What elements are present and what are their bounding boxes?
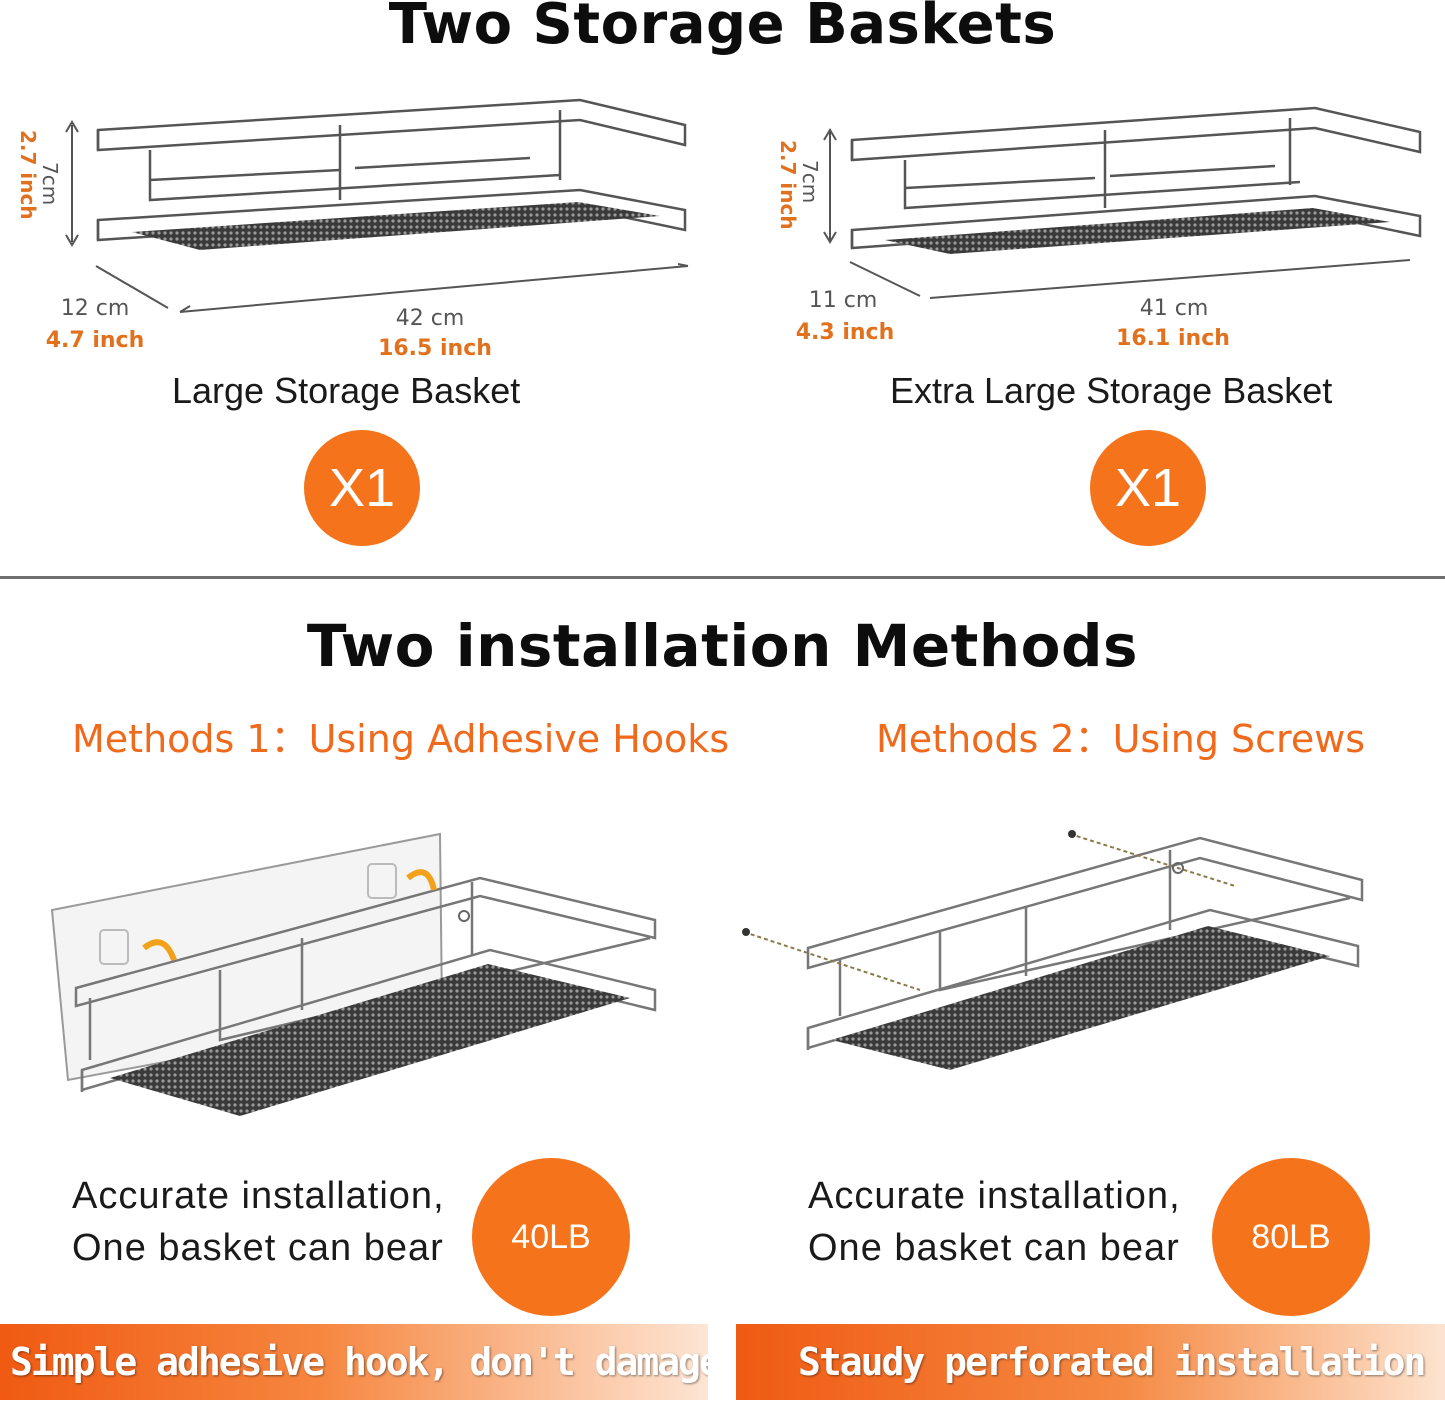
section-title-methods: Two installation Methods [306, 612, 1139, 680]
method-1-heading: Methods 1：Using Adhesive Hooks [72, 717, 730, 761]
xlarge-depth-inch: 4.3 inch [795, 320, 895, 345]
large-height-cm: 7cm [38, 162, 62, 206]
xlarge-quantity-badge: X1 [1090, 430, 1206, 546]
large-height-inch: 2.7 inch [16, 130, 40, 220]
method-2-text-line2: One basket can bear [808, 1227, 1180, 1269]
large-basket-label: Large Storage Basket [172, 370, 521, 411]
large-width-inch: 16.5 inch [378, 336, 492, 361]
method-1-banner-text: Simple adhesive hook, don't damage wall [10, 1340, 708, 1384]
method-1-banner: Simple adhesive hook, don't damage wall [0, 1324, 708, 1400]
method-2-text-line1: Accurate installation, [808, 1175, 1181, 1217]
method-1-load-badge: 40LB [472, 1158, 630, 1316]
method-1-text-line2: One basket can bear [72, 1227, 444, 1269]
section-divider [0, 576, 1445, 579]
large-depth-cm: 12 cm [60, 296, 130, 321]
method-1-text-line1: Accurate installation, [72, 1175, 445, 1217]
xlarge-depth-cm: 11 cm [808, 288, 878, 313]
screw-install-illustration [742, 830, 1364, 1070]
xlarge-height-inch: 2.7 inch [776, 140, 800, 230]
large-width-cm: 42 cm [395, 306, 465, 331]
large-basket-illustration [65, 98, 689, 313]
xlarge-basket-illustration [823, 106, 1422, 299]
xlarge-height-cm: 7cm [798, 160, 822, 204]
large-depth-inch: 4.7 inch [45, 328, 145, 353]
method-2-banner-text: Staudy perforated installation [798, 1340, 1426, 1384]
xlarge-basket-label: Extra Large Storage Basket [890, 370, 1333, 411]
method-2-heading: Methods 2：Using Screws [876, 717, 1366, 761]
method-2-banner: Staudy perforated installation [736, 1324, 1445, 1400]
section-title-baskets: Two Storage Baskets [388, 0, 1057, 57]
adhesive-hook-illustration [50, 832, 657, 1116]
large-quantity-badge: X1 [304, 430, 420, 546]
xlarge-width-inch: 16.1 inch [1116, 326, 1230, 351]
method-2-load-badge: 80LB [1212, 1158, 1370, 1316]
xlarge-width-cm: 41 cm [1139, 296, 1209, 321]
